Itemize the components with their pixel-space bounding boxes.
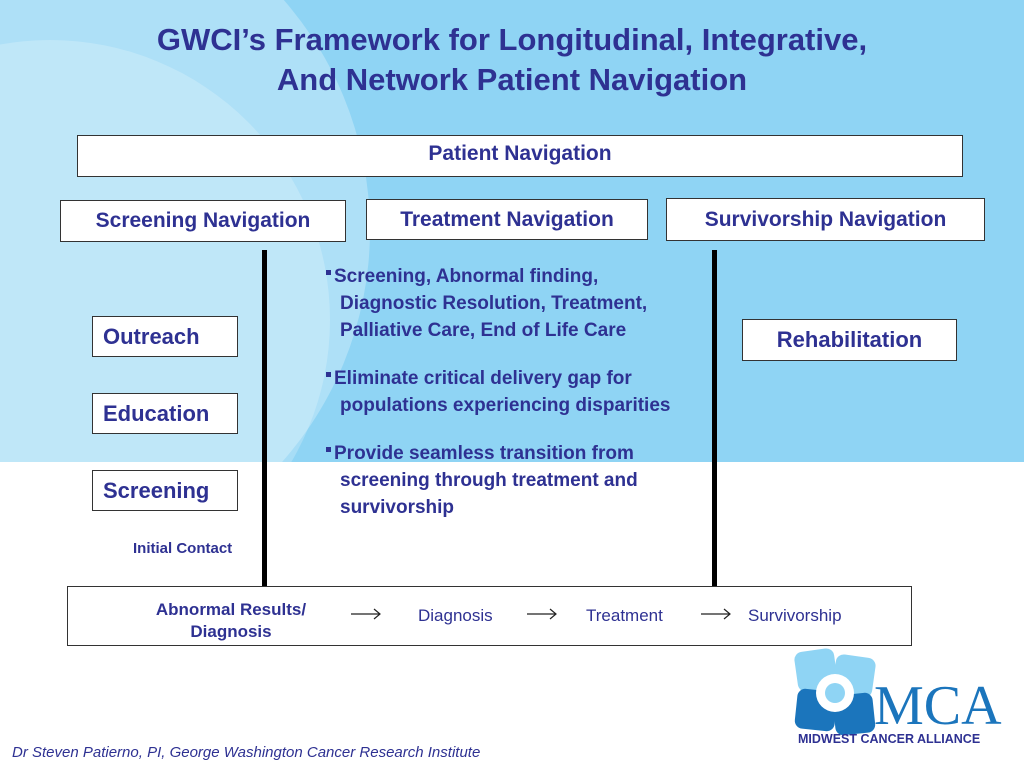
rehabilitation-label: Rehabilitation	[776, 327, 923, 352]
treatment-navigation-box: Treatment Navigation	[366, 199, 648, 240]
screening-navigation-label: Screening Navigation	[95, 209, 311, 232]
bullet-square-icon	[326, 270, 331, 276]
education-label: Education	[103, 400, 210, 426]
mca-logo-abbr: MCA	[874, 675, 1002, 737]
mca-logo: MCA MIDWEST CANCER ALLIANCE	[794, 648, 1002, 746]
screening-navigation-box: Screening Navigation	[60, 200, 346, 242]
screening-treatment-divider	[262, 250, 267, 587]
treatment-navigation-label: Treatment Navigation	[400, 207, 614, 231]
footer-credit: Dr Steven Patierno, PI, George Washingto…	[12, 744, 481, 761]
mca-logo-mark	[794, 648, 876, 736]
screening-box: Screening	[92, 470, 238, 511]
screening-label: Screening	[103, 477, 210, 503]
flow-step-survivorship: Survivorship	[748, 606, 842, 625]
treatment-bullet-list: Screening, Abnormal finding, Diagnostic …	[323, 263, 693, 542]
outreach-label: Outreach	[103, 323, 200, 349]
title-line-1: GWCI’s Framework for Longitudinal, Integ…	[156, 22, 868, 57]
bullet-square-icon	[326, 372, 331, 378]
abnormal-results-label: Abnormal Results/ Diagnosis	[155, 600, 307, 641]
patient-navigation-box: Patient Navigation	[77, 135, 963, 177]
arrow-right-icon	[701, 608, 731, 620]
rehabilitation-box: Rehabilitation	[742, 319, 957, 361]
treatment-survivorship-divider	[712, 250, 717, 587]
flow-step-treatment: Treatment	[586, 606, 663, 625]
survivorship-navigation-label: Survivorship Navigation	[704, 207, 947, 231]
title-line-2: And Network Patient Navigation	[276, 62, 748, 97]
patient-navigation-label: Patient Navigation	[428, 142, 612, 165]
survivorship-navigation-box: Survivorship Navigation	[666, 198, 985, 241]
initial-contact-label: Initial Contact	[133, 540, 233, 557]
slide-title: GWCI’s Framework for Longitudinal, Integ…	[40, 20, 984, 100]
arrow-right-icon	[527, 608, 557, 620]
bullet-item: Eliminate critical delivery gap for popu…	[323, 365, 693, 419]
outreach-box: Outreach	[92, 316, 238, 357]
flow-step-diagnosis: Diagnosis	[418, 606, 493, 625]
bullet-item: Screening, Abnormal finding, Diagnostic …	[323, 263, 693, 344]
mca-logo-name: MIDWEST CANCER ALLIANCE	[798, 732, 980, 746]
education-box: Education	[92, 393, 238, 434]
bullet-square-icon	[326, 447, 331, 453]
bullet-item: Provide seamless transition from screeni…	[323, 440, 693, 521]
arrow-right-icon	[351, 608, 381, 620]
care-flow-box: Abnormal Results/ Diagnosis Diagnosis Tr…	[67, 586, 912, 646]
